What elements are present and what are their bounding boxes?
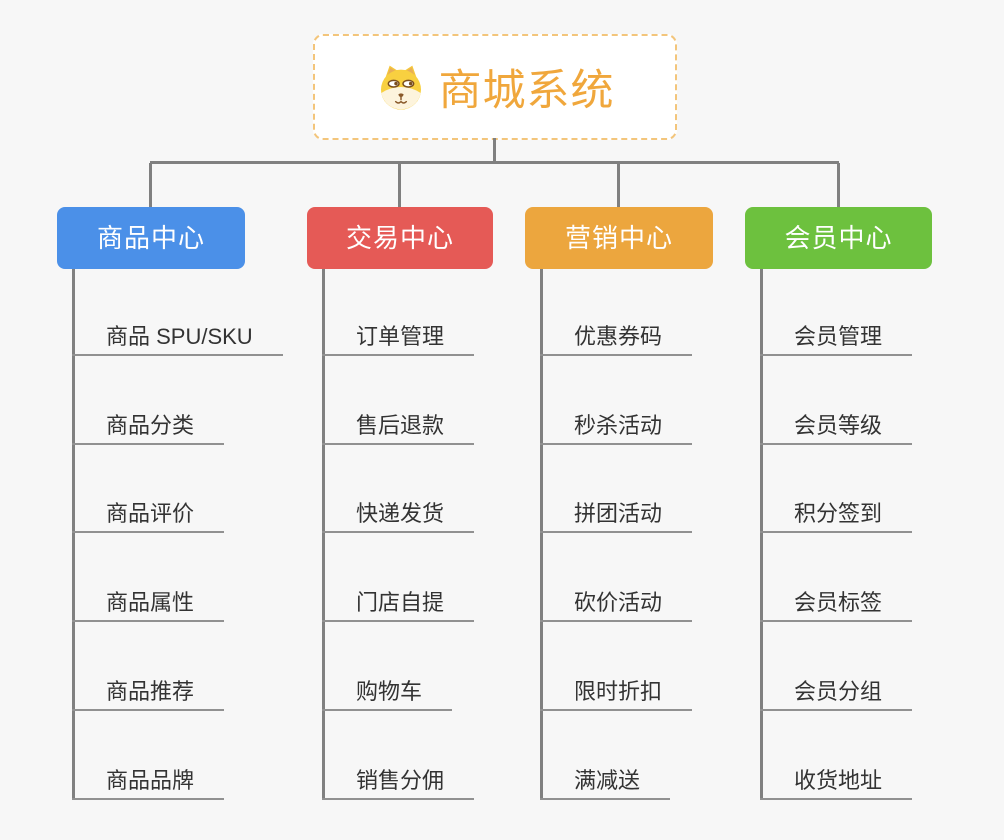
branch-node-marketing-center[interactable]: 营销中心 <box>525 207 713 269</box>
connector-drop-trade <box>398 163 401 207</box>
leaf-node[interactable]: 会员标签 <box>760 586 913 622</box>
leaf-node[interactable]: 积分签到 <box>760 497 913 533</box>
connector-drop-marketing <box>617 163 620 207</box>
leaf-node[interactable]: 商品品牌 <box>72 764 225 800</box>
leaf-node[interactable]: 秒杀活动 <box>540 409 693 445</box>
leaf-node[interactable]: 订单管理 <box>322 320 475 356</box>
branch-node-member-center[interactable]: 会员中心 <box>745 207 932 269</box>
connector-root-drop <box>493 138 496 163</box>
leaf-node[interactable]: 商品 SPU/SKU <box>72 320 283 356</box>
branch-node-trade-center[interactable]: 交易中心 <box>307 207 493 269</box>
leaf-node[interactable]: 售后退款 <box>322 409 475 445</box>
leaf-node[interactable]: 会员管理 <box>760 320 913 356</box>
leaf-node[interactable]: 拼团活动 <box>540 497 693 533</box>
root-title: 商城系统 <box>438 67 615 115</box>
connector-trunk-trade <box>322 269 325 800</box>
leaf-node[interactable]: 优惠券码 <box>540 320 693 356</box>
leaf-node[interactable]: 会员等级 <box>760 409 913 445</box>
leaf-node[interactable]: 商品推荐 <box>72 675 225 711</box>
connector-trunk-marketing <box>540 269 543 800</box>
connector-trunk-product <box>72 269 75 800</box>
leaf-node[interactable]: 商品评价 <box>72 497 225 533</box>
leaf-node[interactable]: 限时折扣 <box>540 675 693 711</box>
leaf-node[interactable]: 销售分佣 <box>322 764 475 800</box>
connector-drop-product <box>149 163 152 207</box>
leaf-node[interactable]: 商品分类 <box>72 409 225 445</box>
connector-bus <box>150 161 839 164</box>
branch-node-product-center[interactable]: 商品中心 <box>57 207 245 269</box>
connector-trunk-member <box>760 269 763 800</box>
leaf-node[interactable]: 砍价活动 <box>540 586 693 622</box>
root-node[interactable]: 商城系统 <box>313 34 677 140</box>
connector-drop-member <box>837 163 840 207</box>
leaf-node[interactable]: 购物车 <box>322 675 453 711</box>
leaf-node[interactable]: 会员分组 <box>760 675 913 711</box>
leaf-node[interactable]: 满减送 <box>540 764 671 800</box>
leaf-node[interactable]: 门店自提 <box>322 586 475 622</box>
leaf-node[interactable]: 商品属性 <box>72 586 225 622</box>
dog-face-icon <box>380 65 421 110</box>
leaf-node[interactable]: 快递发货 <box>322 497 475 533</box>
leaf-node[interactable]: 收货地址 <box>760 764 913 800</box>
